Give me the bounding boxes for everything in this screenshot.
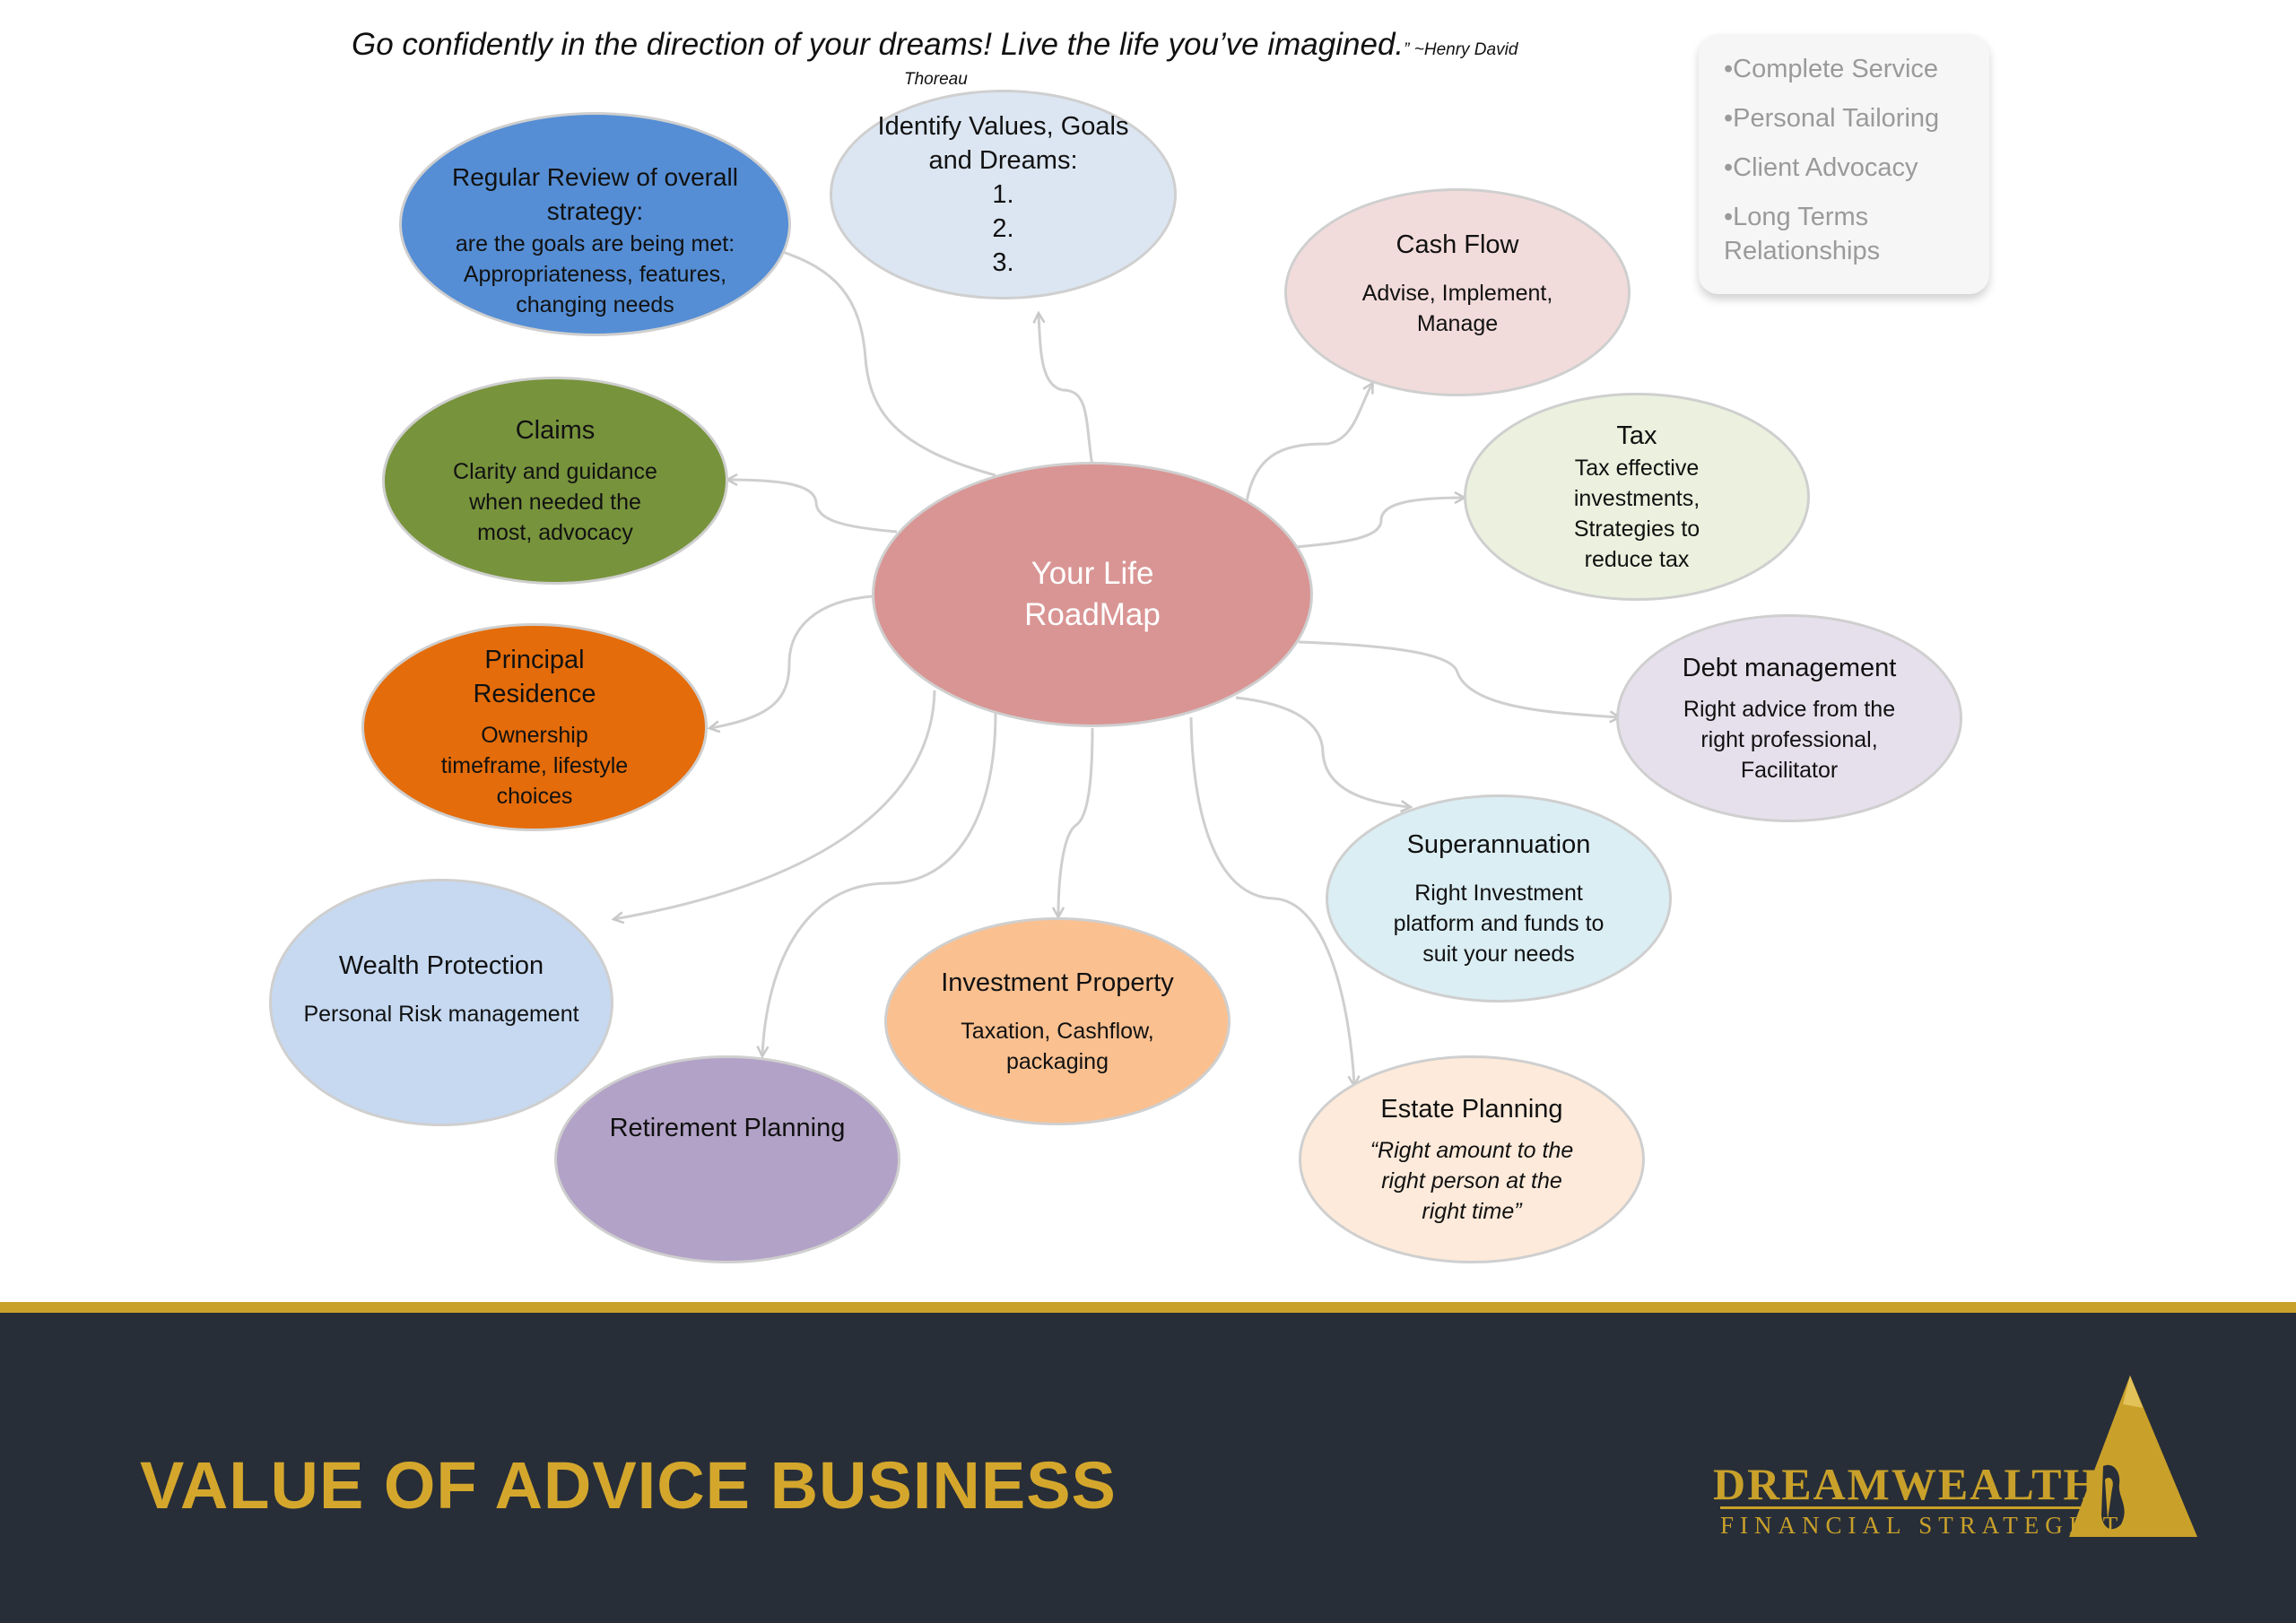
brand-rule [1720, 1506, 2088, 1509]
value-bullets: •Complete Service •Personal Tailoring •C… [1699, 34, 1989, 294]
node-title: Cash Flow [1396, 230, 1519, 259]
node-wealth-protection: Wealth Protection Personal Risk manageme… [269, 879, 613, 1126]
node-identify-values: Identify Values, Goals and Dreams: 1. 2.… [830, 90, 1177, 299]
node-claims: Claims Clarity and guidance when needed … [382, 377, 728, 585]
node-desc: Advise, Implement, Manage [1361, 281, 1553, 336]
node-title: Investment Property [941, 968, 1174, 997]
mountain-icon [2069, 1376, 2197, 1537]
list-item: 1. [992, 180, 1014, 209]
footer-title: VALUE OF ADVICE BUSINESS [140, 1448, 1117, 1523]
node-desc: Right Investment platform and funds to s… [1393, 881, 1605, 967]
list-item: 2. [992, 214, 1014, 243]
node-regular-review: Regular Review of overall strategy: are … [399, 112, 791, 336]
connector-tax [1295, 498, 1464, 549]
node-debt-management: Debt management Right advice from the ri… [1616, 614, 1962, 822]
node-desc: Ownership timeframe, lifestyle choices [440, 723, 629, 809]
node-title: Debt management [1682, 654, 1897, 682]
node-investment-property: Investment Property Taxation, Cashflow, … [884, 917, 1231, 1125]
connector-claims [728, 480, 898, 534]
list-item: 3. [992, 248, 1014, 277]
node-title: Identify Values, Goals and Dreams: [877, 112, 1129, 175]
connectors [0, 249, 2296, 1300]
node-desc: Personal Risk management [303, 1002, 579, 1027]
node-title: Regular Review of overall strategy: [451, 163, 739, 225]
node-cash-flow: Cash Flow Advise, Implement, Manage [1284, 188, 1631, 396]
footer-band: VALUE OF ADVICE BUSINESS [0, 1302, 2296, 1623]
center-title: Your Life RoadMap [1024, 556, 1161, 632]
brand-tagline: FINANCIAL STRATEGISTS [1720, 1512, 2144, 1539]
quote: Go confidently in the direction of your … [352, 27, 1535, 89]
node-title: Principal Residence [473, 646, 596, 708]
connector-principal-residence [710, 595, 874, 728]
connector-cash-flow [1245, 384, 1372, 503]
node-title: Claims [515, 416, 596, 445]
quote-author-surname: Thoreau [904, 70, 968, 89]
bullet-item: •Long Terms Relationships [1724, 203, 1881, 265]
node-tax: Tax Tax effective investments, Strategie… [1464, 393, 1810, 601]
quote-text: Go confidently in the direction of your … [352, 27, 1405, 62]
node-title: Retirement Planning [609, 1114, 846, 1142]
node-title: Tax [1616, 421, 1657, 450]
node-desc: Right advice from the right professional… [1683, 697, 1896, 783]
bullet-item: •Personal Tailoring [1724, 104, 1940, 133]
connector-wealth-protection [614, 690, 936, 919]
bullet-item: •Client Advocacy [1724, 153, 1918, 182]
node-estate-planning: Estate Planning “Right amount to the rig… [1299, 1055, 1645, 1263]
bullet-item: •Complete Service [1724, 55, 1939, 83]
node-desc: Taxation, Cashflow, packaging [961, 1019, 1154, 1074]
node-title: Wealth Protection [338, 951, 544, 980]
node-desc: “Right amount to the right person at the… [1370, 1138, 1574, 1224]
connector-superannuation [1235, 696, 1410, 807]
node-title: Estate Planning [1380, 1095, 1563, 1124]
node-principal-residence: Principal Residence Ownership timeframe,… [361, 623, 708, 831]
node-desc: are the goals are being met: Appropriate… [455, 231, 735, 317]
footer-gold-line [0, 1302, 2296, 1313]
node-desc: Tax effective investments, Strategies to… [1573, 456, 1700, 572]
connector-retirement-planning [762, 712, 997, 1055]
quote-author: ” ~Henry David [1404, 40, 1518, 59]
node-retirement-planning: Retirement Planning [554, 1055, 900, 1263]
brand-logo: DREAMWEALTH FINANCIAL STRATEGISTS [1713, 1372, 2206, 1551]
connector-debt-management [1298, 640, 1619, 717]
node-desc: Clarity and guidance when needed the mos… [453, 459, 657, 545]
connector-regular-review [779, 249, 996, 477]
center-node: Your Life RoadMap [872, 462, 1313, 727]
node-superannuation: Superannuation Right Investment platform… [1326, 794, 1672, 1002]
connector-investment-property [1058, 727, 1094, 916]
connector-identify-values [1039, 314, 1094, 467]
node-title: Superannuation [1406, 830, 1591, 859]
brand-name: DREAMWEALTH [1713, 1459, 2100, 1509]
connector-estate-planning [1189, 716, 1354, 1085]
